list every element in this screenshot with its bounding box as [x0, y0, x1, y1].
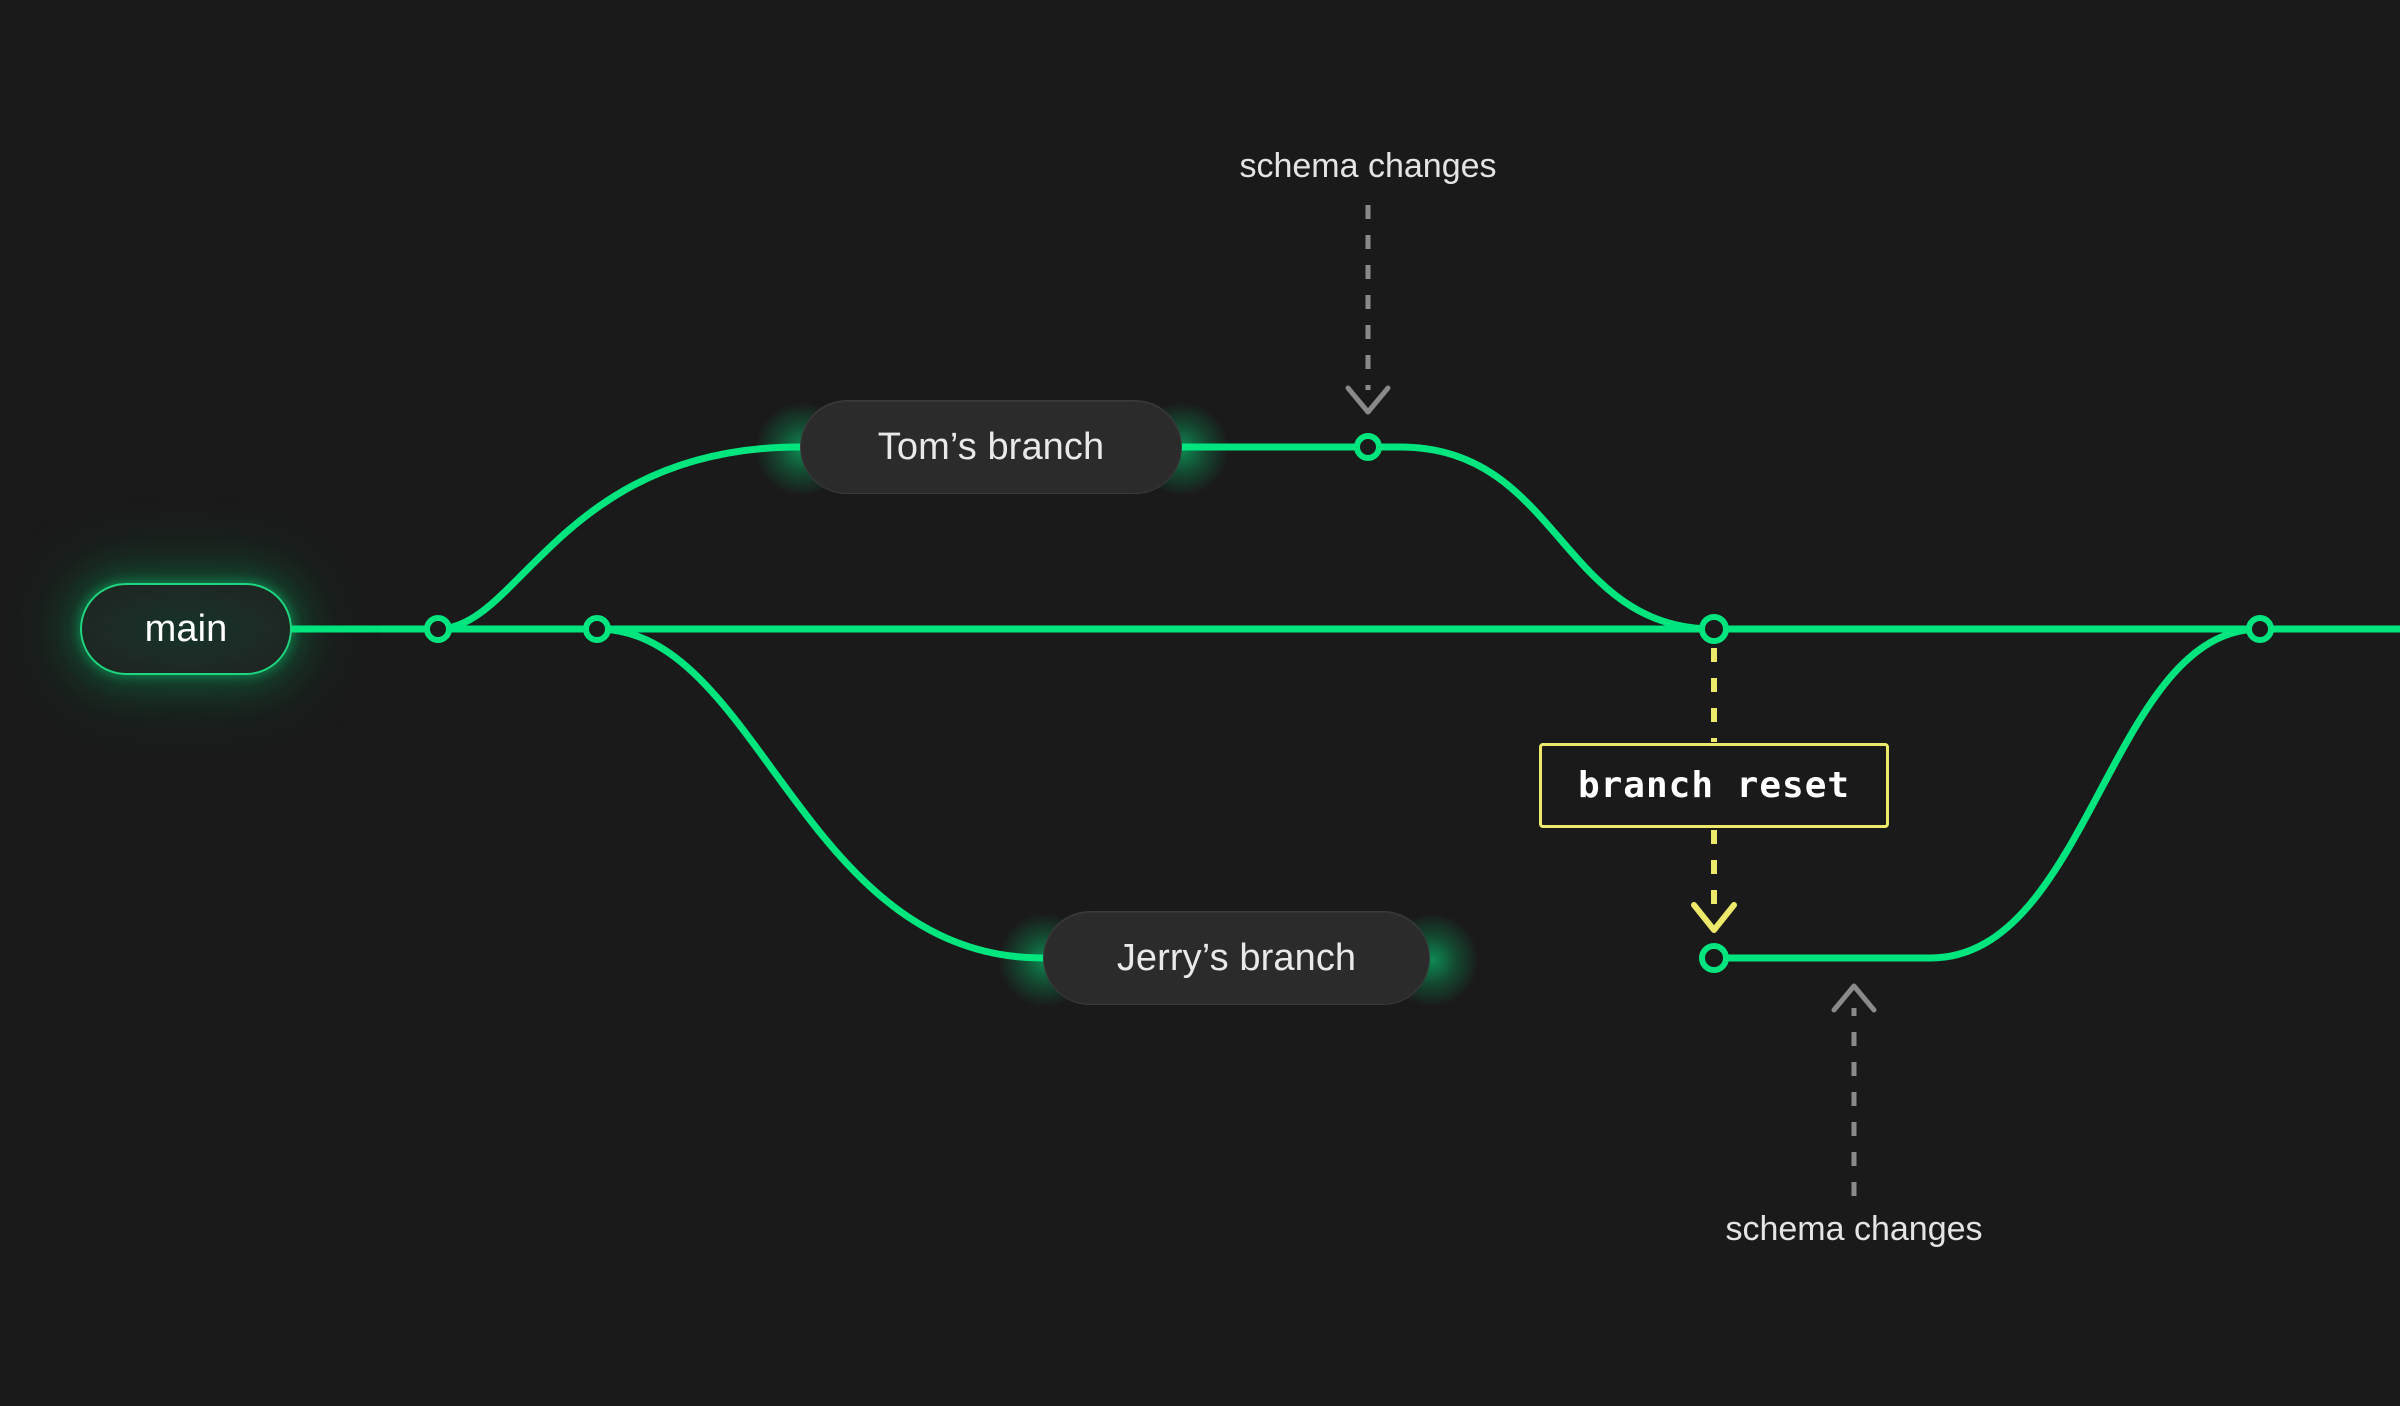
commit-node-main-merge-tom[interactable]	[1699, 614, 1729, 644]
branch-pill-tom[interactable]: Tom’s branch	[800, 400, 1182, 494]
commit-node-jerry-reset[interactable]	[1699, 943, 1729, 973]
branch-pill-main[interactable]: main	[80, 583, 292, 675]
branch-pill-jerry[interactable]: Jerry’s branch	[1043, 911, 1430, 1005]
tom-branch-line	[434, 443, 1718, 633]
jerry-branch-line	[593, 625, 2264, 962]
commit-node-main-fork-tom[interactable]	[424, 615, 452, 643]
branch-pill-tom-label: Tom’s branch	[877, 425, 1105, 468]
annotation-schema-changes-top-label: schema changes	[1239, 147, 1497, 185]
commit-node-tom-commit[interactable]	[1354, 433, 1382, 461]
commit-node-main-merge-jerry[interactable]	[2246, 615, 2274, 643]
commit-node-main-fork-jerry[interactable]	[583, 615, 611, 643]
commit-nodes	[424, 433, 2274, 973]
branch-pill-main-label: main	[144, 607, 228, 650]
schema-changes-arrow-top	[1345, 205, 1391, 415]
branch-pill-jerry-label: Jerry’s branch	[1116, 936, 1357, 979]
branch-reset-callout[interactable]: branch reset	[1539, 743, 1889, 828]
branch-reset-callout-label: branch reset	[1577, 765, 1851, 806]
annotation-schema-changes-bottom-label: schema changes	[1725, 1210, 1983, 1248]
annotation-schema-changes-top: schema changes	[1239, 147, 1496, 186]
schema-changes-arrow-bottom	[1831, 983, 1877, 1196]
annotation-schema-changes-bottom: schema changes	[1725, 1210, 1982, 1249]
branch-reset-connector	[1691, 648, 1737, 933]
